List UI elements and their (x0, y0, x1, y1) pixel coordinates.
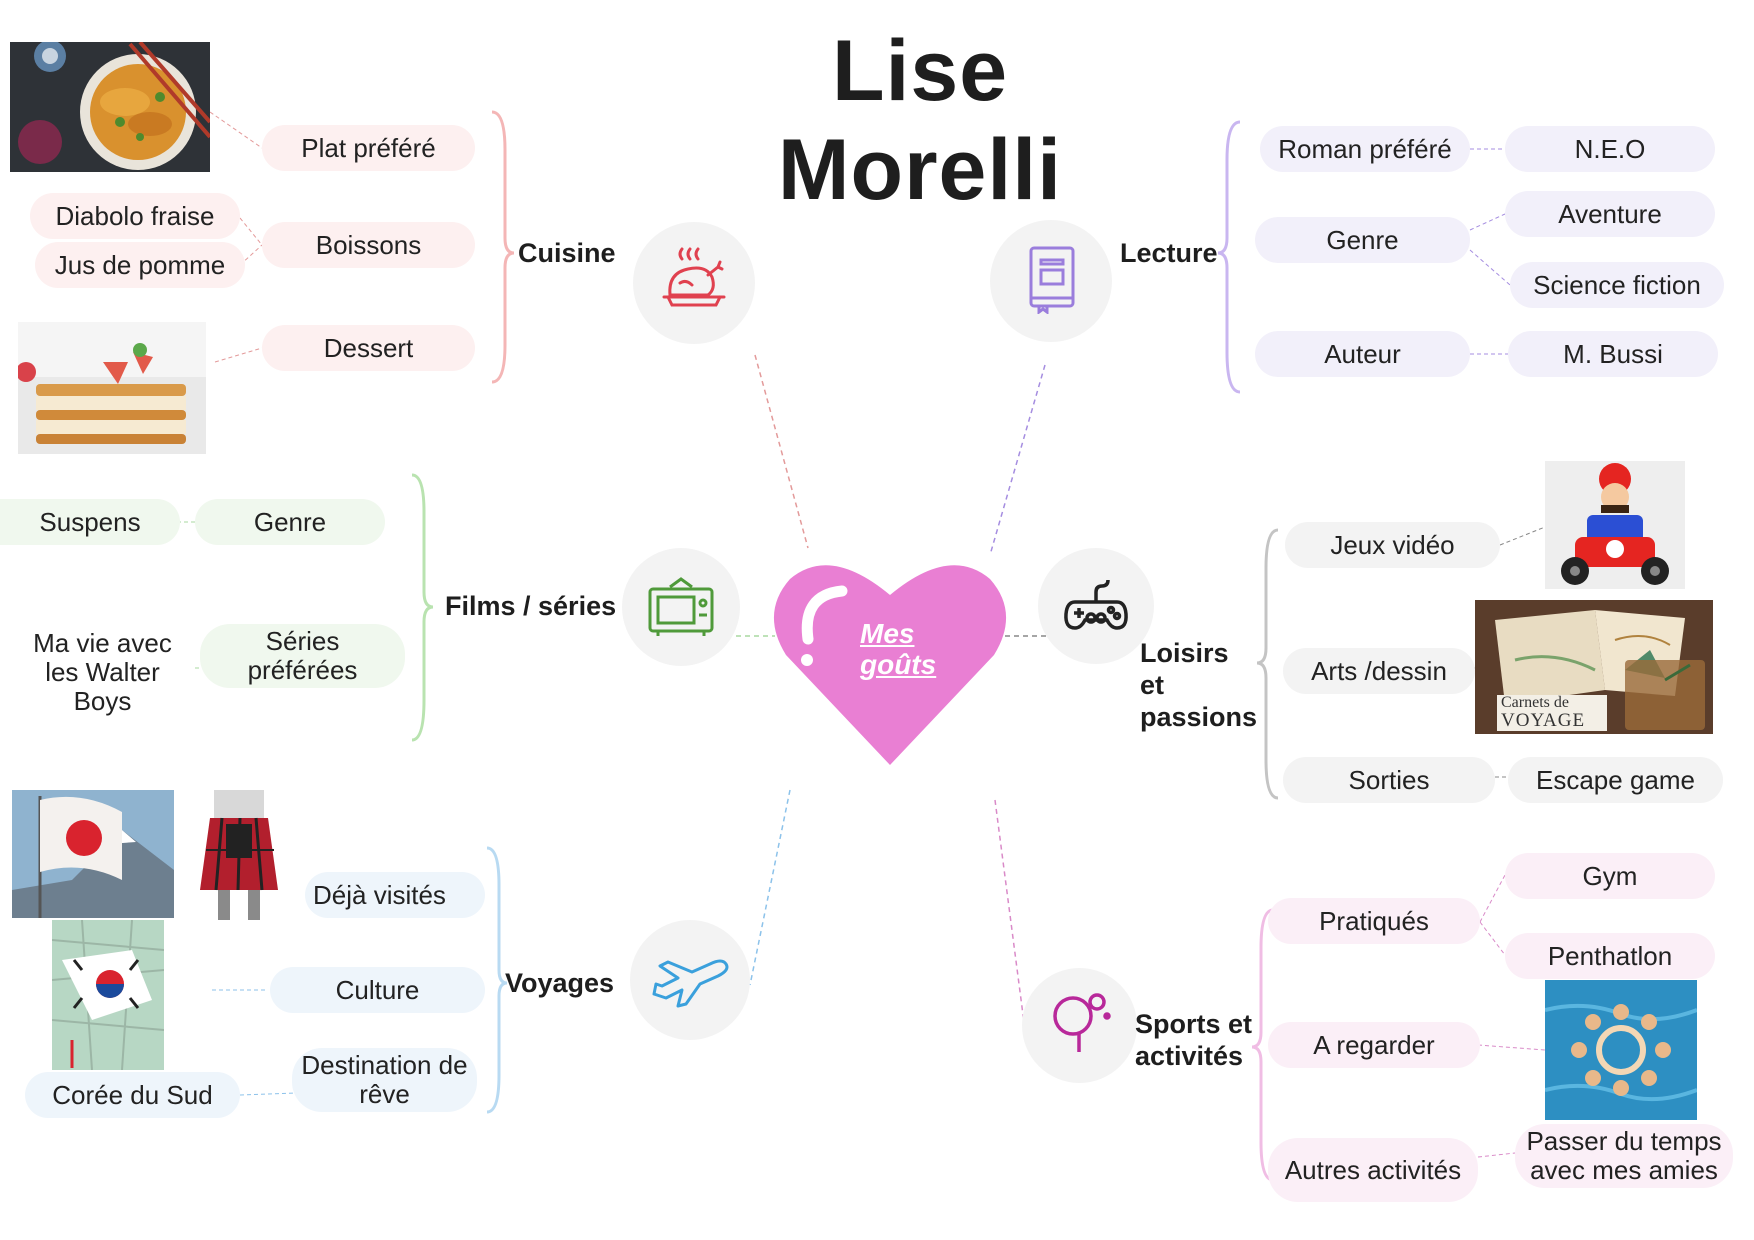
coree-du-sud-node[interactable]: Corée du Sud (25, 1072, 240, 1118)
loisirs-branch-label[interactable]: Loisirs et passions (1140, 638, 1258, 732)
roman-prefere-node[interactable]: Roman préféré (1260, 126, 1470, 172)
mario-kart-image (1545, 461, 1685, 589)
lecture-branch-label[interactable]: Lecture (1120, 238, 1218, 268)
airplane-icon (648, 948, 732, 1013)
series-preferees-node[interactable]: Séries préférées (200, 624, 405, 688)
loisirs-icon-circle (1038, 548, 1154, 664)
page-title: Lise Morelli (777, 23, 1063, 218)
dessert-node[interactable]: Dessert (262, 325, 475, 371)
jus-de-pomme-node[interactable]: Jus de pomme (35, 242, 245, 288)
genre-lecture-node[interactable]: Genre (1255, 217, 1470, 263)
book-icon (1021, 244, 1081, 319)
suspens-node[interactable]: Suspens (0, 499, 180, 545)
ping-pong-icon (1047, 990, 1113, 1061)
culture-node[interactable]: Culture (270, 967, 485, 1013)
genre-films-node[interactable]: Genre (195, 499, 385, 545)
autres-activites-node[interactable]: Autres activités (1268, 1138, 1478, 1202)
neo-node[interactable]: N.E.O (1505, 126, 1715, 172)
kilt-photo (192, 790, 287, 922)
diabolo-fraise-node[interactable]: Diabolo fraise (30, 193, 240, 239)
destination-de-reve-node[interactable]: Destination de rêve (292, 1048, 477, 1112)
tv-icon (646, 573, 716, 642)
carnets-de-voyage-image: Carnets de VOYAGE (1475, 600, 1713, 734)
synchronized-swimming-photo (1545, 980, 1697, 1120)
a-regarder-node[interactable]: A regarder (1268, 1022, 1480, 1068)
ma-vie-avec-les-walter-boys-node[interactable]: Ma vie avec les Walter Boys (33, 627, 172, 716)
cuisine-icon-circle (633, 222, 755, 344)
jeux-video-node[interactable]: Jeux vidéo (1285, 522, 1500, 568)
gamepad-icon (1061, 572, 1131, 641)
japan-flag-photo (12, 790, 174, 918)
sorties-node[interactable]: Sorties (1283, 757, 1495, 803)
center-heart[interactable] (770, 555, 1010, 770)
center-label[interactable]: Mes goûts (860, 618, 937, 680)
pratiques-node[interactable]: Pratiqués (1268, 898, 1480, 944)
escape-game-node[interactable]: Escape game (1508, 757, 1723, 803)
aventure-node[interactable]: Aventure (1505, 191, 1715, 237)
noodle-bowl-photo (10, 42, 210, 172)
deja-visites-node[interactable]: Déjà visités (305, 872, 485, 918)
carnet-text-1: Carnets de (1501, 694, 1569, 711)
auteur-node[interactable]: Auteur (1255, 331, 1470, 377)
cuisine-branch-label[interactable]: Cuisine (518, 238, 616, 268)
dessert-photo (18, 322, 206, 454)
voyages-icon-circle (630, 920, 750, 1040)
penthatlon-node[interactable]: Penthatlon (1505, 933, 1715, 979)
films-icon-circle (622, 548, 740, 666)
carnet-text-2: VOYAGE (1501, 710, 1586, 731)
passer-du-temps-node[interactable]: Passer du temps avec mes amies (1515, 1124, 1733, 1188)
sports-branch-label[interactable]: Sports et activités (1135, 1009, 1253, 1071)
sports-icon-circle (1022, 968, 1137, 1083)
voyages-branch-label[interactable]: Voyages (505, 968, 615, 998)
films-branch-label[interactable]: Films / séries (445, 591, 617, 621)
lecture-icon-circle (990, 220, 1112, 342)
arts-dessin-node[interactable]: Arts /dessin (1283, 648, 1475, 694)
boissons-node[interactable]: Boissons (262, 222, 475, 268)
korea-map-photo (52, 920, 164, 1070)
m-bussi-node[interactable]: M. Bussi (1508, 331, 1718, 377)
plat-prefere-node[interactable]: Plat préféré (262, 125, 475, 171)
science-fiction-node[interactable]: Science fiction (1510, 262, 1724, 308)
gym-node[interactable]: Gym (1505, 853, 1715, 899)
roast-chicken-icon (658, 245, 730, 322)
